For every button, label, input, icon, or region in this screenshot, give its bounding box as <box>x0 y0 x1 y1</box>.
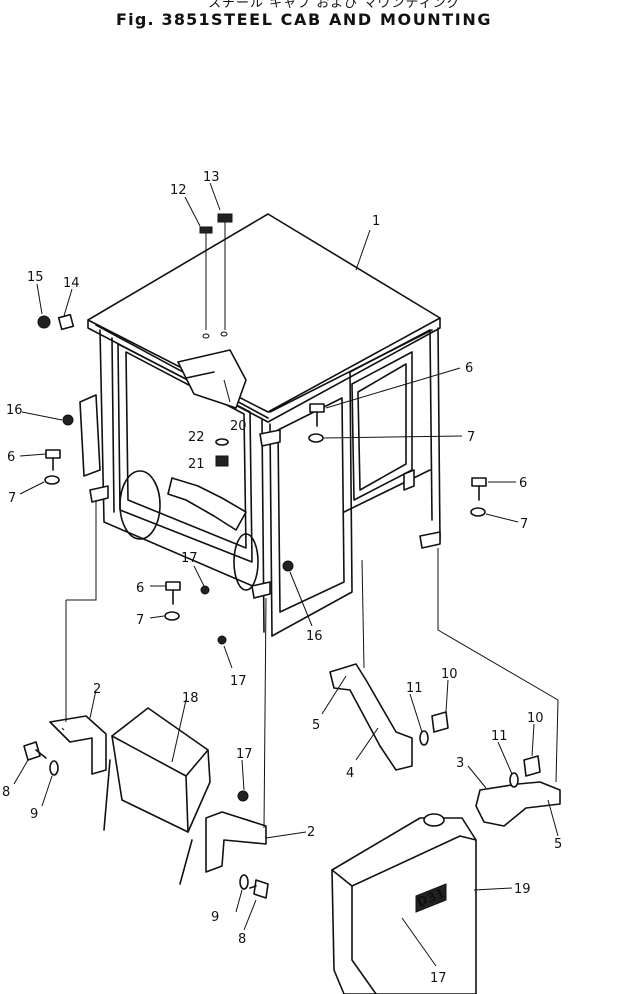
callout-14: 14 <box>63 276 80 291</box>
callout-5a: 5 <box>312 718 320 733</box>
callout-6b: 6 <box>465 361 473 376</box>
callout-15: 15 <box>27 270 44 285</box>
callout-22: 22 <box>188 430 205 445</box>
callout-16b: 16 <box>306 629 323 644</box>
callout-6d: 6 <box>136 581 144 596</box>
figure-title: STEEL CAB AND MOUNTING <box>211 10 493 29</box>
callout-7c: 7 <box>520 517 528 532</box>
callout-9b: 9 <box>211 910 219 925</box>
covers: D31 <box>103 707 477 994</box>
callout-10b: 10 <box>527 711 544 726</box>
callout-11b: 11 <box>491 729 508 744</box>
callout-19: 19 <box>514 882 531 897</box>
callout-17d: 17 <box>430 971 447 986</box>
callout-12: 12 <box>170 183 187 198</box>
callout-17c: 17 <box>236 747 253 762</box>
callout-8a: 8 <box>2 785 10 800</box>
leader-lines <box>13 182 559 967</box>
callout-6a: 6 <box>7 450 15 465</box>
figure-header: スチール キャブ および マウンティング Fig. 3851 STEEL CAB… <box>0 0 637 34</box>
callout-2a: 2 <box>93 682 101 697</box>
callout-16a: 16 <box>6 403 23 418</box>
callout-6c: 6 <box>519 476 527 491</box>
callout-1: 1 <box>372 214 380 229</box>
callout-18: 18 <box>182 691 199 706</box>
japanese-subtitle: スチール キャブ および マウンティング <box>208 0 461 11</box>
callout-17a: 17 <box>181 551 198 566</box>
steel-cab <box>79 213 441 637</box>
figure-number: Fig. 3851 <box>116 10 211 29</box>
callout-21: 21 <box>188 457 205 472</box>
callout-7d: 7 <box>136 613 144 628</box>
callout-11a: 11 <box>406 681 423 696</box>
callout-20: 20 <box>230 419 247 434</box>
callout-7b: 7 <box>467 430 475 445</box>
callout-13: 13 <box>203 170 220 185</box>
callout-2b: 2 <box>307 825 315 840</box>
assembly-guide-lines <box>65 500 559 829</box>
callout-17b: 17 <box>230 674 247 689</box>
callout-labels: 1 2 2 3 4 5 5 6 6 6 6 7 7 7 7 8 8 9 9 10… <box>2 170 562 986</box>
callout-9a: 9 <box>30 807 38 822</box>
mounting-brackets <box>23 663 561 899</box>
hardware <box>37 213 487 919</box>
callout-8b: 8 <box>238 932 246 947</box>
callout-5b: 5 <box>554 837 562 852</box>
callout-3: 3 <box>456 756 464 771</box>
callout-7a: 7 <box>8 491 16 506</box>
callout-4: 4 <box>346 766 354 781</box>
callout-10a: 10 <box>441 667 458 682</box>
